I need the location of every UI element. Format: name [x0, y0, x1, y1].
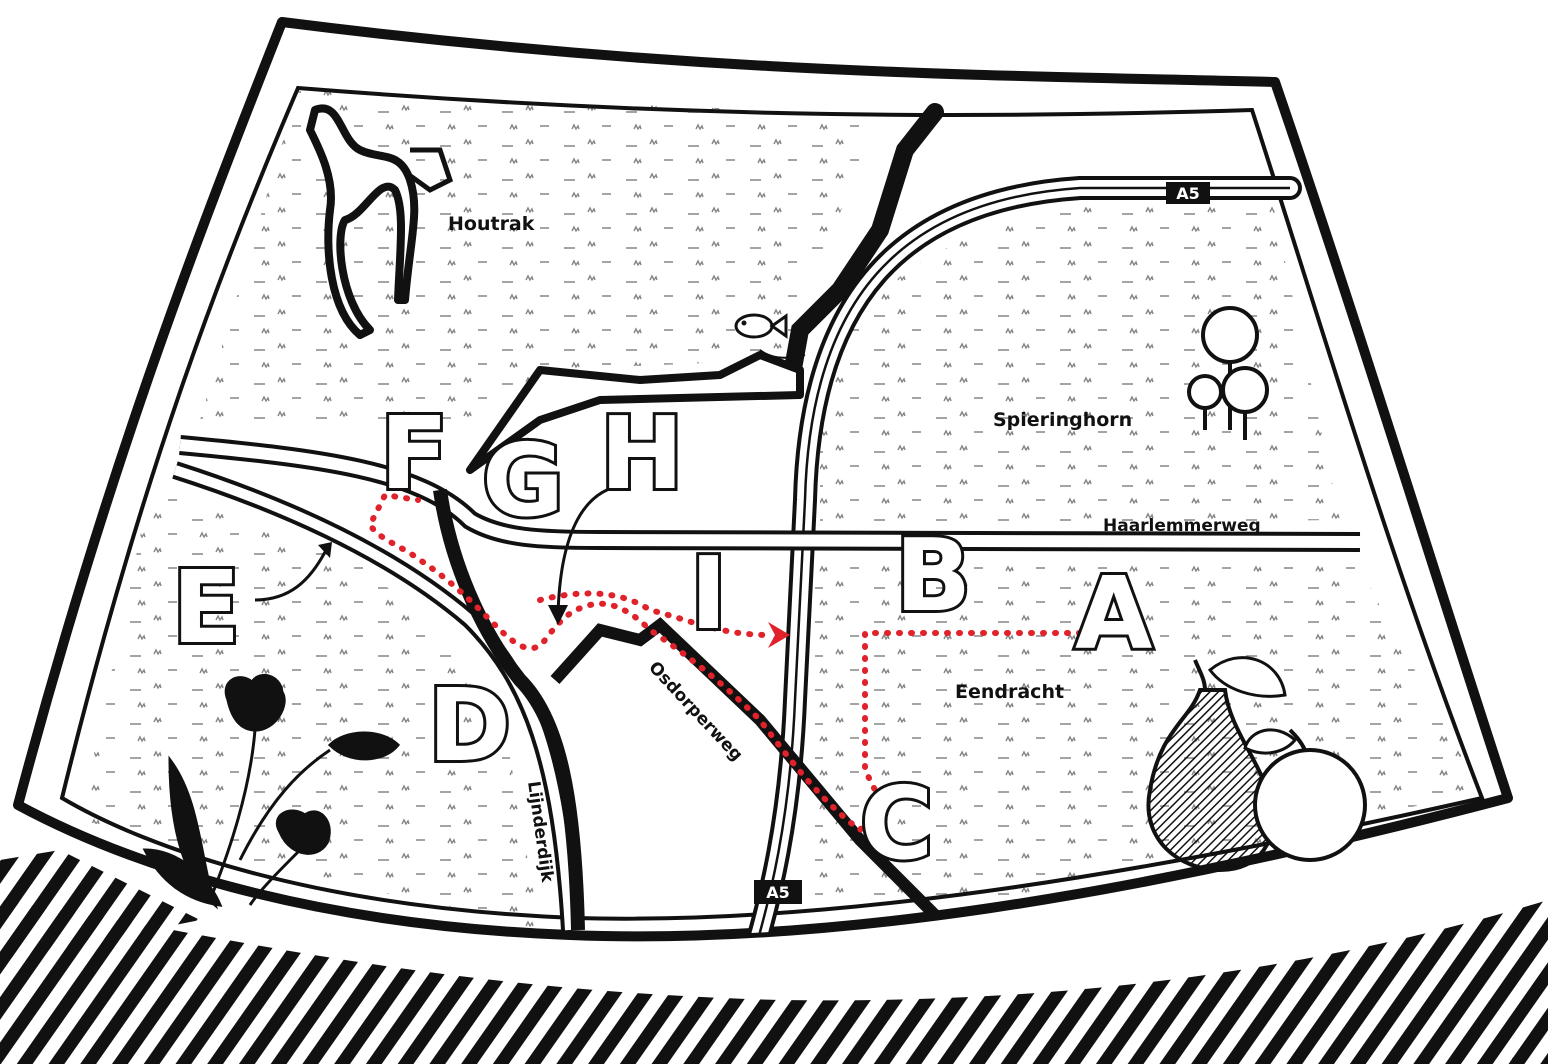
ground-shadow-left [0, 850, 200, 960]
point-d: D [428, 667, 511, 784]
point-i: I [690, 535, 727, 652]
point-h: H [600, 395, 684, 512]
tulip-icon [142, 673, 401, 910]
point-f: F [380, 395, 448, 512]
embankment [466, 351, 804, 474]
apple-icon [1243, 728, 1367, 862]
e-arrow-head [318, 542, 332, 558]
h-arrow-head [548, 605, 568, 625]
trees-icon [1187, 306, 1269, 440]
point-b: B [895, 517, 971, 634]
pear-icon [1146, 656, 1287, 873]
point-e: E [172, 549, 240, 666]
route-dotted-path-2 [537, 590, 773, 638]
ground-shadow [0, 900, 1548, 1064]
a5-label-north: A5 [1176, 184, 1200, 203]
route-dotted-path [366, 491, 1083, 835]
grass-spieringhorn [820, 190, 1340, 525]
e-arrow [254, 551, 327, 602]
road-label-haarlemmerweg: Haarlemmerweg [1103, 516, 1261, 536]
point-a: A [1075, 555, 1152, 672]
a5-label-south: A5 [766, 883, 790, 902]
area-label-eendracht: Eendracht [955, 681, 1064, 703]
fish-icon [734, 313, 806, 359]
point-g: G [482, 422, 564, 539]
houtrak-lake [306, 104, 419, 339]
route-arrow-icon [768, 622, 790, 648]
area-label-houtrak: Houtrak [448, 213, 535, 235]
area-label-spieringhorn: Spieringhorn [993, 409, 1132, 431]
h-arrow [556, 483, 626, 616]
houtrak-inlet [403, 147, 454, 193]
a5-shield-north: A5 [1166, 182, 1210, 204]
point-c: C [860, 765, 933, 882]
a5-shield-south: A5 [754, 880, 802, 904]
